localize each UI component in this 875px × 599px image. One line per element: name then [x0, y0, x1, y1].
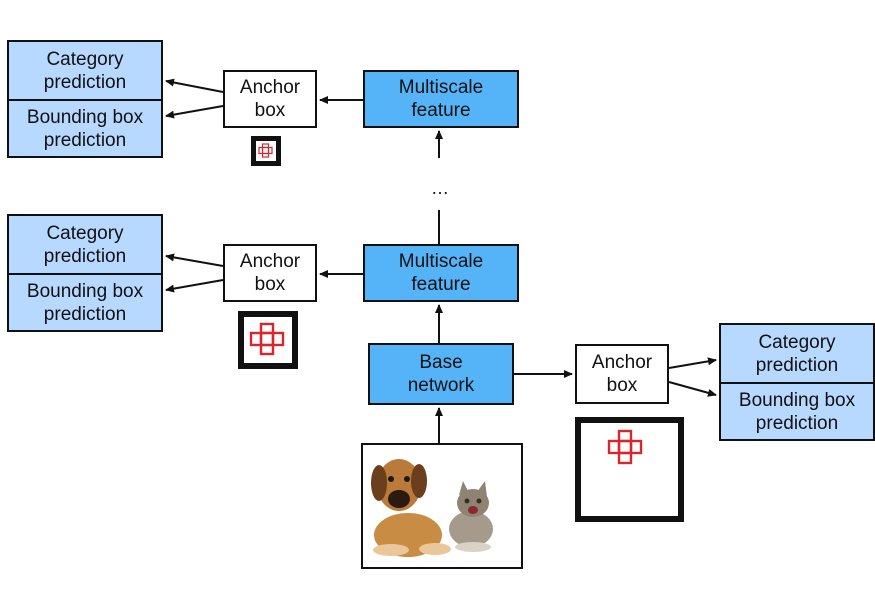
anchor-boxes-icon [607, 429, 643, 465]
base-network: Base network [368, 343, 514, 405]
category-prediction-middle: Category prediction [7, 214, 163, 275]
bbox-prediction-middle: Bounding box prediction [7, 273, 163, 332]
anchor-box-label: Anchor box [239, 77, 301, 121]
feature-map-small [251, 136, 281, 166]
anchor-boxes-icon [249, 322, 285, 356]
bbox-prediction-bottom: Bounding box prediction [719, 382, 875, 441]
feature-map-large [575, 417, 684, 522]
bbox-prediction-top: Bounding box prediction [7, 99, 163, 158]
anchor-box-bottom: Anchor box [575, 344, 669, 404]
multiscale-feature-label: Multiscale feature [398, 251, 484, 295]
category-prediction-top: Category prediction [7, 40, 163, 101]
base-network-label: Base network [407, 352, 475, 396]
anchor-box-label: Anchor box [239, 251, 301, 295]
bbox-prediction-label: Bounding box prediction [26, 106, 144, 151]
bbox-prediction-label: Bounding box prediction [26, 280, 144, 325]
anchor-box-top: Anchor box [223, 70, 317, 128]
dog-cat-photo-icon [371, 459, 493, 557]
anchor-boxes-icon [258, 143, 273, 158]
anchor-box-label: Anchor box [591, 352, 653, 396]
ellipsis: … [431, 178, 449, 198]
anchor-box-middle: Anchor box [223, 244, 317, 302]
multiscale-feature-label: Multiscale feature [398, 77, 484, 121]
multiscale-feature-top: Multiscale feature [363, 70, 519, 128]
bbox-prediction-label: Bounding box prediction [738, 389, 856, 434]
feature-map-medium [238, 311, 298, 369]
multiscale-feature-middle: Multiscale feature [363, 244, 519, 302]
category-prediction-bottom: Category prediction [719, 323, 875, 384]
category-prediction-label: Category prediction [755, 331, 839, 376]
input-image [361, 443, 523, 569]
category-prediction-label: Category prediction [43, 222, 127, 267]
category-prediction-label: Category prediction [43, 48, 127, 93]
